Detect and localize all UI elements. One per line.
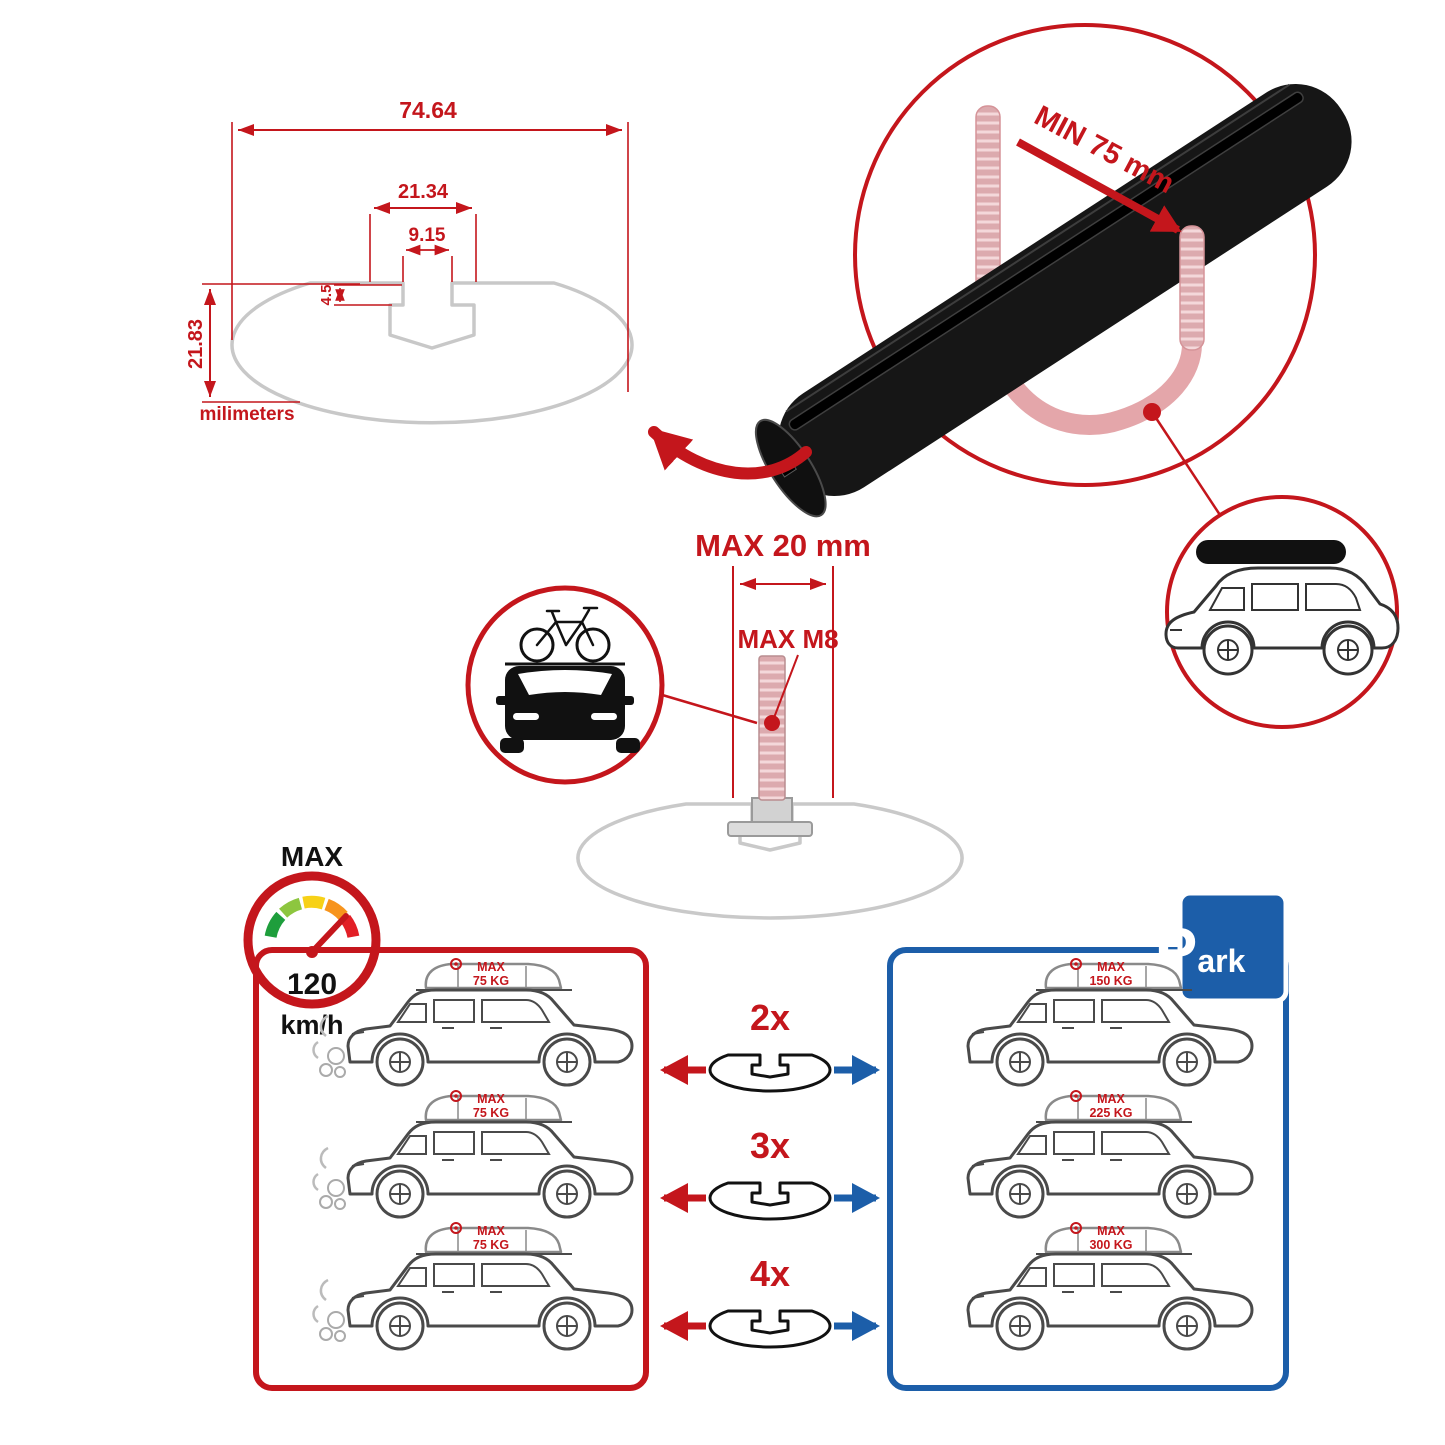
min-width-arrow (1016, 138, 1182, 234)
dim-total-width: 74.64 (399, 97, 457, 123)
speed-value: 120 (287, 968, 337, 1001)
dim-slot-width: 9.15 (409, 225, 446, 246)
bolt-section-outline (576, 802, 964, 920)
bar-qty-3: 4x (750, 1253, 790, 1294)
parked-bag-load-3: 300 KG (1089, 1238, 1132, 1252)
parked-bag-max-1: MAX (1097, 960, 1125, 974)
parked-bag-load-2: 225 KG (1089, 1106, 1132, 1120)
bike-car-icon (496, 606, 640, 753)
moving-bag-load-3: 75 KG (473, 1238, 509, 1252)
zoom-circle (853, 23, 1317, 487)
suv-roofbox-icon (1164, 540, 1400, 676)
parking-sign-rest: ark (1197, 943, 1245, 979)
bolt-max-thread-label: MAX M8 (737, 624, 838, 654)
clamp-pointer-dot (1143, 403, 1161, 421)
crossbar-section-icon-1 (708, 1053, 832, 1093)
bar-qty-2: 3x (750, 1125, 790, 1166)
parked-bag-load-1: 150 KG (1089, 974, 1132, 988)
dim-total-height: 21.83 (185, 319, 207, 369)
bar-qty-1: 2x (750, 997, 790, 1038)
dim-plateau-width: 21.34 (398, 181, 449, 203)
bar-count-row-3: 4x (660, 1253, 880, 1349)
parked-bag-max-2: MAX (1097, 1092, 1125, 1106)
crossbar-section-icon-2 (708, 1181, 832, 1221)
moving-bag-load-1: 75 KG (473, 974, 509, 988)
moving-bag-max-3: MAX (477, 1224, 505, 1238)
cross-section-diagram: 74.64 21.34 9.15 4.5 21.83 milimeters (185, 97, 634, 425)
bike-car-badge (465, 585, 758, 785)
speed-units: km/h (280, 1010, 343, 1040)
clamp-rod-right (1179, 225, 1205, 351)
moving-load-panel (253, 947, 649, 1391)
crossbar-render: MIN 75 mm (648, 23, 1352, 518)
section-pointer-arrow (648, 426, 812, 480)
dim-slot-depth: 4.5 (318, 285, 335, 306)
parked-bag-max-3: MAX (1097, 1224, 1125, 1238)
bolt-diagram: MAX 20 mm MAX M8 (576, 528, 964, 920)
moving-bag-load-2: 75 KG (473, 1106, 509, 1120)
speed-max-label: MAX (281, 841, 344, 872)
bar-count-row-2: 3x (660, 1125, 880, 1221)
bar-count-row-1: 2x (660, 997, 880, 1093)
clamp-to-car-leader (1154, 417, 1222, 516)
units-label: milimeters (199, 404, 294, 425)
crossbar-section-icon-3 (708, 1309, 832, 1349)
moving-bag-max-2: MAX (477, 1092, 505, 1106)
crossbar-profile-outline (230, 281, 634, 425)
moving-bag-max-1: MAX (477, 960, 505, 974)
bolt-max-length-label: MAX 20 mm (695, 528, 871, 563)
roofbox-car-badge (1164, 495, 1400, 729)
parked-load-panel (887, 947, 1289, 1391)
speed-limit-gauge: MAX 120 km/h (243, 841, 381, 1040)
